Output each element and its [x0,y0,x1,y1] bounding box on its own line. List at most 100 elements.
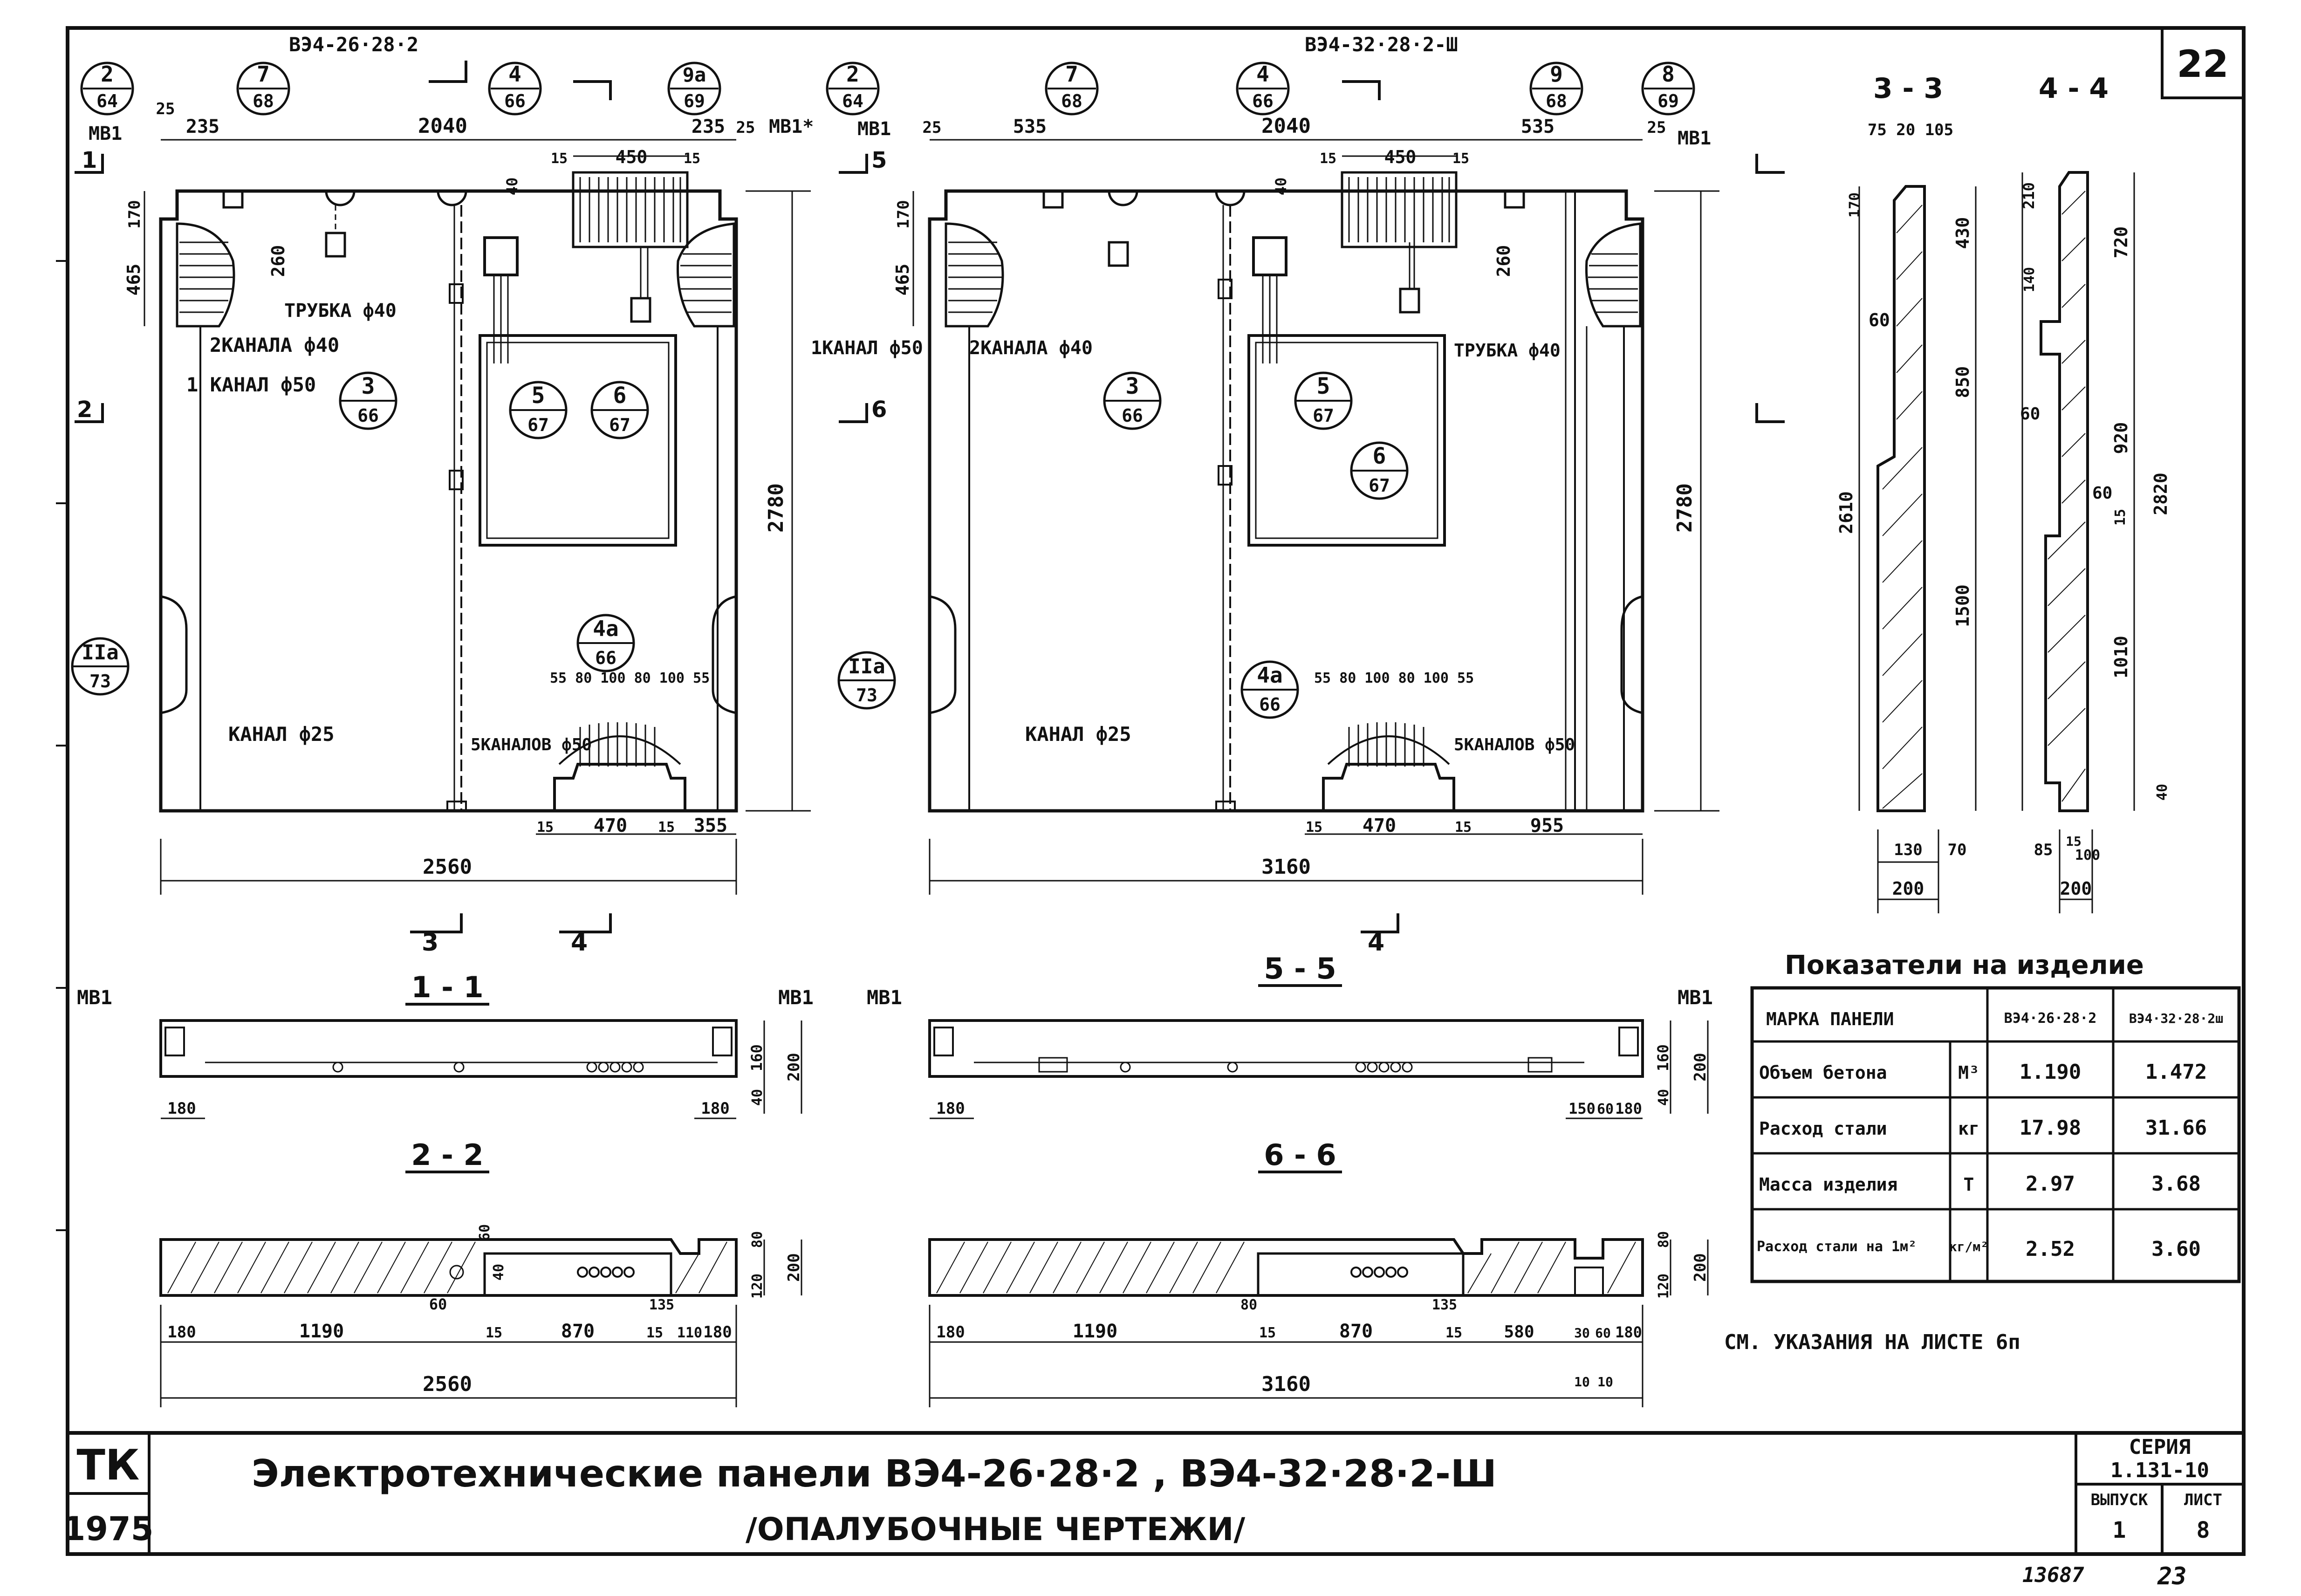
s55-dim-200: 200 [1691,1053,1710,1081]
s66-total: 3160 [1261,1372,1311,1396]
panel-2-top-dim-535r: 535 [1521,116,1555,137]
s22-dim-80: 80 [749,1231,766,1248]
s44-dim-60b: 60 [2092,484,2112,503]
section-1-1-labels: 1 - 1 МВ1 МВ1 180 160 200 40 180 [77,970,814,1118]
panel-2-note-ch25: КАНАЛ ф25 [1025,723,1131,746]
table-row-1-unit: М³ [1958,1062,1979,1083]
panel-1-note-1ch: 1 КАНАЛ ф50 [186,373,316,396]
panel-1-elevation [75,61,811,933]
callout-9-68: 968 [1529,62,1583,116]
callout-7-68: 768 [236,62,290,116]
s11-dim-180r: 180 [701,1099,729,1118]
svg-text:IIа: IIа [82,641,118,664]
section-3-3 [1858,185,1977,913]
s44-dim-1010: 1010 [2111,636,2131,678]
section-4-4-title: 4 - 4 [2039,72,2109,105]
reference-note: СМ. УКАЗАНИЯ НА ЛИСТЕ 6п [1724,1330,2020,1354]
panel-1-bottom-dim-15a: 15 [537,819,554,836]
table-row-2-name: Расход стали [1759,1118,1887,1139]
panel-1-left-dim-170: 170 [125,200,144,228]
svg-text:68: 68 [1061,91,1082,111]
panel-2-top-dim-main: 2040 [1261,114,1311,138]
section-3-3-labels: 3 - 3 75 20 105 170 430 850 1500 2610 60… [1836,72,1973,899]
callout-3-66: 366 [339,371,397,430]
callout-IIa-73: IIа 73 [71,637,130,696]
panel-2-top-dim-25r: 25 [1647,118,1666,137]
s33-dim-850: 850 [1952,366,1973,398]
panel-2-pocket-dim-15a: 15 [1320,151,1336,167]
section-2-2 [159,1238,802,1407]
svg-text:6: 6 [613,383,627,409]
panel-1-pocket-dim-15a: 15 [551,151,568,167]
callout-6-67: 667 [590,381,649,439]
panel-1-pocket-dim-15b: 15 [684,151,700,167]
panel-2-top-pocket [1341,171,1458,248]
svg-text:67: 67 [1313,405,1334,426]
table-row-2-unit: кг [1958,1118,1979,1139]
s44-dim-2820: 2820 [2150,473,2171,515]
panel-1-bottom-recess [553,763,686,811]
table-row-2-a: 17.98 [2020,1116,2081,1140]
s22-dim-110: 110 [677,1325,702,1341]
sheet-frame [56,26,2246,1556]
s66-dim-10b: 10 [1597,1374,1613,1390]
section-5-5 [928,1019,1709,1119]
s44-dim-140: 140 [2021,267,2038,292]
table-row-2-b: 31.66 [2145,1116,2207,1140]
sheet-number: 22 [2177,42,2228,86]
callout-6-67b: 667 [1350,441,1409,500]
section-1-1-title: 1 - 1 [411,970,483,1004]
table-row-3-name: Масса изделия [1759,1174,1897,1195]
svg-text:64: 64 [842,91,863,111]
panel-2-pocket-dim: 450 [1384,147,1417,167]
s66-dim-180: 180 [936,1323,965,1342]
svg-text:67: 67 [1369,475,1390,496]
panel-2-elevation [839,80,1785,933]
s33-dim-1500: 1500 [1952,584,1973,627]
s66-dim-180r: 180 [1615,1323,1642,1341]
svg-text:3: 3 [1126,373,1139,399]
s22-total: 2560 [423,1372,472,1396]
section-4-4-labels: 4 - 4 210 720 920 1010 2820 40 140 60 60… [2020,72,2171,899]
panel-1-outline [159,189,738,813]
series-label: СЕРИЯ [2129,1435,2191,1459]
archive-number: 13687 [2022,1563,2084,1587]
table-row-4-b: 3.60 [2151,1237,2201,1261]
svg-text:9: 9 [1550,62,1563,87]
callout-8-69: 869 [1641,62,1695,116]
table-row-4-a: 2.52 [2026,1237,2075,1261]
s44-dim-920: 920 [2111,422,2131,454]
s66-dim-120: 120 [1656,1274,1672,1299]
svg-text:6: 6 [1373,443,1386,469]
panel-1-left-dim-465: 465 [123,264,144,296]
s44-dim-40: 40 [2154,784,2171,801]
s55-mb-left: МВ1 [867,986,902,1009]
s55-dim-40: 40 [1656,1089,1672,1106]
list-value: 8 [2197,1517,2210,1543]
issue-label: ВЫПУСК [2091,1491,2148,1509]
section-5-5-labels: 5 - 5 МВ1 МВ1 180 160 200 40 150 60 180 [867,952,1713,1118]
s22-dim-180: 180 [167,1323,196,1342]
svg-text:66: 66 [1259,694,1281,715]
s66-dim-135: 135 [1432,1297,1457,1313]
callout-3-66b: 366 [1103,371,1162,430]
panel-2-cut-4: 4 [1368,929,1384,957]
panel-1-cut-3: 3 [422,929,438,957]
svg-text:73: 73 [89,671,111,692]
s66-dim-1190: 1190 [1073,1321,1117,1342]
panel-1-top-dim-25: 25 [156,100,175,118]
panel-2-left-dim-465: 465 [892,264,913,296]
panel-1-opening [479,334,677,547]
panel-2-dim-260: 260 [1493,245,1514,277]
panel-1-cut-2: 2 [77,397,92,423]
s11-dim-160: 160 [748,1044,766,1071]
callout-4-66: 466 [488,62,542,116]
callout-2-64: 264 [80,62,134,116]
section-3-3-top-dims: 75 20 105 [1868,121,1953,139]
panel-1-note-2ch: 2КАНАЛА ф40 [210,334,339,356]
svg-text:66: 66 [1252,91,1274,111]
s55-dim-60: 60 [1597,1101,1614,1117]
svg-text:4а: 4а [1257,663,1282,688]
